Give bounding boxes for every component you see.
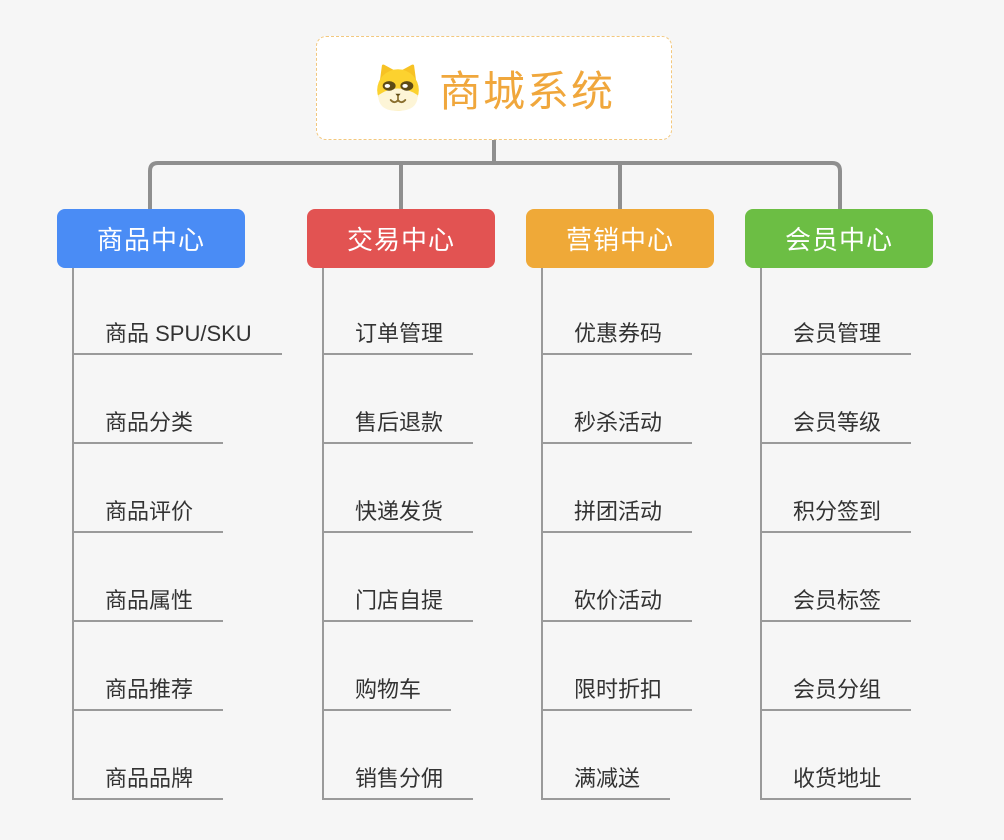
topic-item[interactable]: 购物车 bbox=[322, 676, 452, 711]
topic-item[interactable]: 商品 SPU/SKU bbox=[72, 320, 282, 355]
topic-item[interactable]: 会员等级 bbox=[760, 409, 912, 444]
topic-item[interactable]: 会员管理 bbox=[760, 320, 912, 355]
topic-item[interactable]: 砍价活动 bbox=[541, 587, 693, 622]
branch-product-center: 商品中心 商品 SPU/SKU 商品分类 商品评价 商品属性 商品推荐 商品品牌 bbox=[57, 209, 282, 840]
branch-spine bbox=[541, 268, 543, 800]
branch-marketing-center: 营销中心 优惠券码 秒杀活动 拼团活动 砍价活动 限时折扣 满减送 bbox=[526, 209, 714, 840]
topic-item[interactable]: 快递发货 bbox=[322, 498, 474, 533]
topic-item[interactable]: 满减送 bbox=[541, 765, 671, 800]
topic-item[interactable]: 优惠券码 bbox=[541, 320, 693, 355]
topic-item[interactable]: 会员分组 bbox=[760, 676, 912, 711]
branch-header-trade-center[interactable]: 交易中心 bbox=[307, 209, 495, 268]
dog-face-icon bbox=[373, 63, 423, 113]
branch-spine bbox=[322, 268, 324, 800]
root-title: 商城系统 bbox=[438, 67, 615, 115]
topic-item[interactable]: 限时折扣 bbox=[541, 676, 693, 711]
topic-item[interactable]: 商品品牌 bbox=[72, 765, 224, 800]
root-node-mall-system[interactable]: 商城系统 bbox=[316, 36, 672, 140]
branch-header-product-center[interactable]: 商品中心 bbox=[57, 209, 245, 268]
branch-header-marketing-center[interactable]: 营销中心 bbox=[526, 209, 714, 268]
topic-item[interactable]: 商品评价 bbox=[72, 498, 224, 533]
branch-spine bbox=[72, 268, 74, 800]
branch-member-center: 会员中心 会员管理 会员等级 积分签到 会员标签 会员分组 收货地址 bbox=[745, 209, 933, 840]
topic-item[interactable]: 会员标签 bbox=[760, 587, 912, 622]
topic-item[interactable]: 秒杀活动 bbox=[541, 409, 693, 444]
topic-item[interactable]: 积分签到 bbox=[760, 498, 912, 533]
topic-item[interactable]: 销售分佣 bbox=[322, 765, 474, 800]
topic-item[interactable]: 收货地址 bbox=[760, 765, 912, 800]
branch-spine bbox=[760, 268, 762, 800]
branch-header-member-center[interactable]: 会员中心 bbox=[745, 209, 933, 268]
topic-item[interactable]: 门店自提 bbox=[322, 587, 474, 622]
topic-item[interactable]: 售后退款 bbox=[322, 409, 474, 444]
branch-trade-center: 交易中心 订单管理 售后退款 快递发货 门店自提 购物车 销售分佣 bbox=[307, 209, 495, 840]
topic-item[interactable]: 商品属性 bbox=[72, 587, 224, 622]
topic-item[interactable]: 订单管理 bbox=[322, 320, 474, 355]
branch-rail-line bbox=[148, 161, 842, 210]
topic-item[interactable]: 拼团活动 bbox=[541, 498, 693, 533]
topic-item[interactable]: 商品分类 bbox=[72, 409, 224, 444]
topic-item[interactable]: 商品推荐 bbox=[72, 676, 224, 711]
